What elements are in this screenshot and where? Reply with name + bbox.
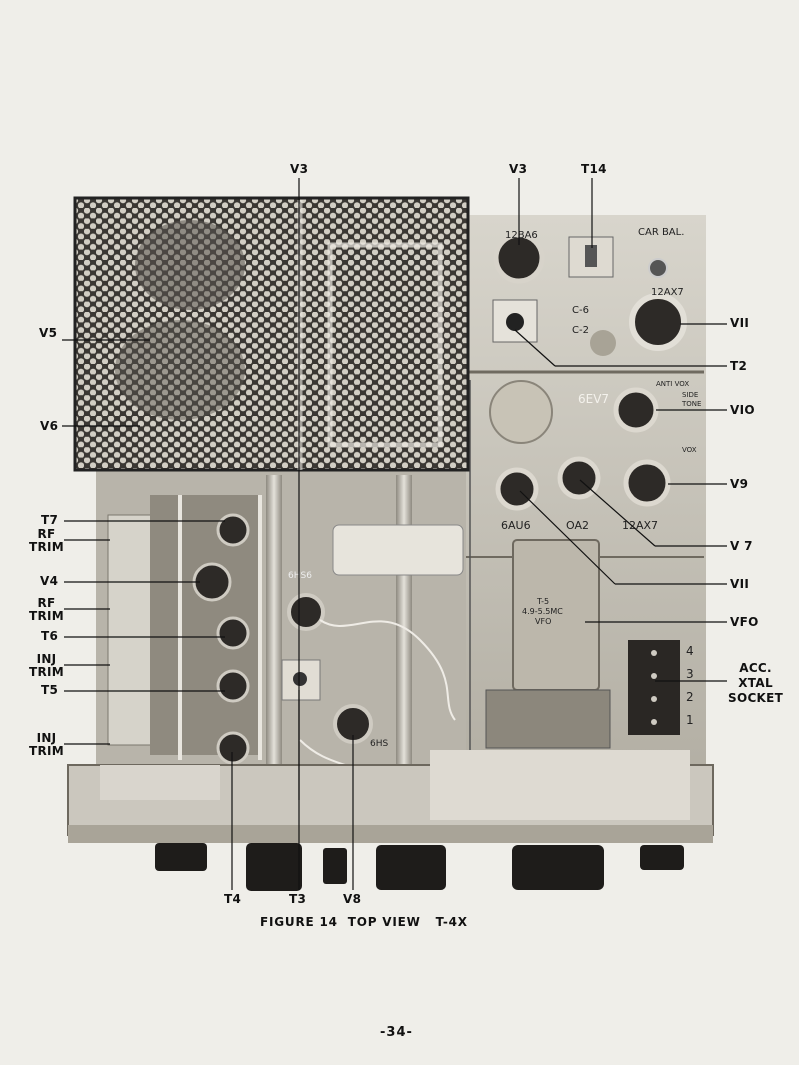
side-tone-marking: SIDE xyxy=(682,391,698,399)
c2-marking: C-2 xyxy=(572,325,589,336)
callout-rf-trim-1: RF TRIM xyxy=(29,527,65,554)
tube-12ba6-marking: 12BA6 xyxy=(505,230,538,241)
side-tone-marking-2: TONE xyxy=(681,400,701,408)
shield-cage xyxy=(73,196,470,472)
callout-t2: T2 xyxy=(730,359,748,373)
tube-12ax7-mid-marking: 12AX7 xyxy=(622,519,658,532)
callout-rf-trim-2: RF TRIM xyxy=(29,596,65,623)
callout-inj-trim-2: INJ TRIM xyxy=(29,731,65,758)
socket-number-4: 4 xyxy=(686,644,694,658)
car-bal-marking: CAR BAL. xyxy=(638,227,684,238)
callout-t6: T6 xyxy=(41,629,59,643)
c6-marking: C-6 xyxy=(572,305,589,316)
socket-number-2: 2 xyxy=(686,690,694,704)
callout-t5: T5 xyxy=(41,683,59,697)
callout-v11-upper: VII xyxy=(730,316,750,330)
figure-caption: FIGURE 14 TOP VIEW T-4X xyxy=(260,915,468,929)
vox-marking: VOX xyxy=(682,446,697,454)
callout-t4: T4 xyxy=(224,892,242,906)
callout-v11-lower: VII xyxy=(730,577,750,591)
callout-t3: T3 xyxy=(289,892,307,906)
callout-v9: V9 xyxy=(730,477,749,491)
socket-number-1: 1 xyxy=(686,713,694,727)
callout-v4: V4 xyxy=(40,574,59,588)
tube-6hs6-top-marking: 6HS6 xyxy=(288,571,312,581)
vfo-can-marking-1: T-5 xyxy=(536,597,549,606)
callout-vfo: VFO xyxy=(730,615,759,629)
tube-oa2-marking: OA2 xyxy=(566,519,589,532)
callout-acc-xtal-socket: ACC. XTAL SOCKET xyxy=(728,661,784,705)
tube-12ax7-top-marking: 12AX7 xyxy=(651,287,684,298)
leader-lines xyxy=(62,178,727,890)
tube-6au6-marking: 6AU6 xyxy=(501,519,531,532)
vfo-can-marking-2: 4.9-5.5MC xyxy=(522,607,563,616)
callout-v8: V8 xyxy=(343,892,362,906)
tube-6hs6-bottom-marking: 6HS xyxy=(370,739,388,749)
callout-v10: VIO xyxy=(730,403,755,417)
tube-6ev7-marking: 6EV7 xyxy=(578,392,609,406)
callout-t7: T7 xyxy=(41,513,59,527)
vfo-can-marking-3: VFO xyxy=(535,617,551,626)
callout-v3-right: V3 xyxy=(509,162,528,176)
callout-inj-trim-1: INJ TRIM xyxy=(29,652,65,679)
callout-v5: V5 xyxy=(39,326,58,340)
callout-v6: V6 xyxy=(40,419,59,433)
callout-v3-left: V3 xyxy=(290,162,309,176)
socket-number-3: 3 xyxy=(686,667,694,681)
callout-t14: T14 xyxy=(581,162,607,176)
anti-vox-marking: ANTI VOX xyxy=(656,380,689,388)
callout-v7: V 7 xyxy=(730,539,753,553)
page-number: -34- xyxy=(380,1025,413,1040)
